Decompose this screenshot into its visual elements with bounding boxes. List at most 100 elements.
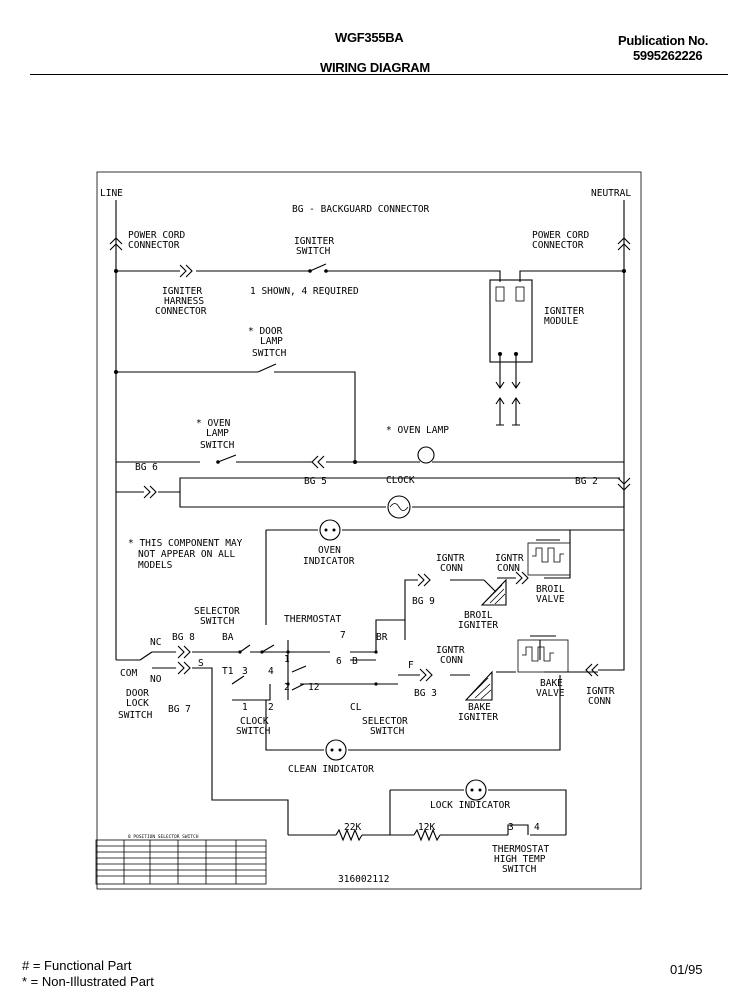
pin-2b: 2 [268,702,274,713]
clean-indicator-label: CLEAN INDICATOR [288,764,374,775]
neutral-to-module-wire [519,270,624,282]
selector-switch-bottom-1: SELECTOR [362,716,408,727]
bake-valve-1: BAKE [540,678,563,689]
selector-switch-bottom-2: SWITCH [370,726,405,737]
header-rule [30,74,728,75]
broil-circuit-wire [404,530,571,640]
com-label: COM [120,668,137,679]
model-number: WGF355BA [335,30,404,45]
pin-6: 6 [336,656,342,667]
line-label: LINE [100,188,123,199]
shown-note: 1 SHOWN, 4 REQUIRED [250,286,359,297]
igniter-module-2: MODULE [544,316,579,327]
bg5-label: BG 5 [304,476,327,487]
bg9-label: BG 9 [412,596,435,607]
broil-valve-2: VALVE [536,594,565,605]
broil-igniter-2: IGNITER [458,620,498,631]
clean-indicator-lamp [325,739,347,761]
selector-position-table [95,839,267,885]
pin-s: S [198,658,204,669]
igniter-switch-2: SWITCH [296,246,331,257]
bg2-label: BG 2 [575,476,598,487]
footer-date: 01/95 [670,962,703,977]
oven-indicator-1: OVEN [318,545,341,556]
ignitr-conn-3-icon [419,668,433,682]
cl-label: CL [350,702,362,713]
component-note-3: MODELS [138,560,173,571]
bake-circuit-wire [398,640,598,676]
br-label: BR [376,632,388,643]
door-lock-switch-wire [116,651,176,669]
ignitr-conn-4-a: IGNTR [586,686,615,697]
selector-switch-wires [192,651,289,835]
oven-lamp-switch-2: LAMP [206,428,229,439]
ignitr-conn-4-b: CONN [588,696,611,707]
oven-lamp-icon [417,446,435,464]
pin-4c: 4 [534,822,540,833]
broil-valve-1: BROIL [536,584,565,595]
power-cord-right-2: CONNECTOR [532,240,584,251]
neutral-label: NEUTRAL [591,188,631,199]
igniter-switch-1: IGNITER [294,236,334,247]
power-cord-left-2: CONNECTOR [128,240,180,251]
power-cord-left-1: POWER CORD [128,230,185,241]
thermostat-wires [287,619,405,700]
part-number: 316002112 [338,874,389,885]
door-lock-switch-blade [139,651,153,661]
selector-switch-top-1: SELECTOR [194,606,240,617]
thermostat-symbol [291,665,307,691]
bake-valve-box [517,639,569,673]
igniter-module-box [489,279,533,363]
clock-label: CLOCK [386,475,415,486]
door-lock-switch-2: LOCK [126,698,149,709]
oven-indicator-lamp [319,519,341,541]
oven-lamp-switch-3: SWITCH [200,440,235,451]
r22k-label: 22K [344,822,361,833]
pin-1: 1 [284,654,290,665]
igniter-harness-2: HARNESS [164,296,204,307]
ignitr-conn-1-a: IGNTR [436,553,465,564]
bg7-label: BG 7 [168,704,191,715]
broil-igniter-1: BROIL [464,610,493,621]
module-output-arrows [495,356,521,389]
power-cord-right-1: POWER CORD [532,230,589,241]
bake-igniter-symbol [464,670,493,701]
pin-1b: 1 [242,702,248,713]
igniter-harness-1: IGNITER [162,286,202,297]
diagram-border [96,171,642,890]
bg7-connector-icon [177,661,191,675]
pin-3: 3 [242,666,248,677]
igniter-switch-blade [309,263,327,272]
pin-4a: 4 [268,666,274,677]
publication-number: 5995262226 [633,48,703,63]
legend-non-illustrated: * = Non-Illustrated Part [22,974,154,989]
clock-wire [116,477,625,508]
bake-valve-2: VALVE [536,688,565,699]
bg8-connector-icon [177,645,191,659]
bake-igniter-1: BAKE [468,702,491,713]
selector-switch-top-2: SWITCH [200,616,235,627]
lock-indicator-lamp [465,779,487,801]
neutral-connector-icon [617,237,631,251]
door-lock-switch-3: SWITCH [118,710,153,721]
no-label: NO [150,674,162,685]
ignitr-conn-3-b: CONN [440,655,463,666]
oven-lamp-switch-1: * OVEN [196,418,231,429]
resistor-22k [335,828,363,842]
line-connector-icon [109,237,123,251]
bg-note: BG - BACKGUARD CONNECTOR [292,204,430,215]
lock-indicator-wire [389,789,567,835]
publication-label: Publication No. [618,33,709,48]
pin-t1: T1 [222,666,234,677]
ignitr-conn-3-a: IGNTR [436,645,465,656]
thermostat-label: THERMOSTAT [284,614,341,625]
oven-indicator-wire [265,529,624,625]
bg5-connector-icon [311,455,325,469]
high-temp-switch-symbol [507,824,529,835]
ignitr-conn-2-a: IGNTR [495,553,524,564]
broil-valve-box [527,542,571,576]
component-note-1: * THIS COMPONENT MAY [128,538,243,549]
door-lamp-switch-1: * DOOR [248,326,283,337]
ignitr-conn-1-icon [417,573,431,587]
